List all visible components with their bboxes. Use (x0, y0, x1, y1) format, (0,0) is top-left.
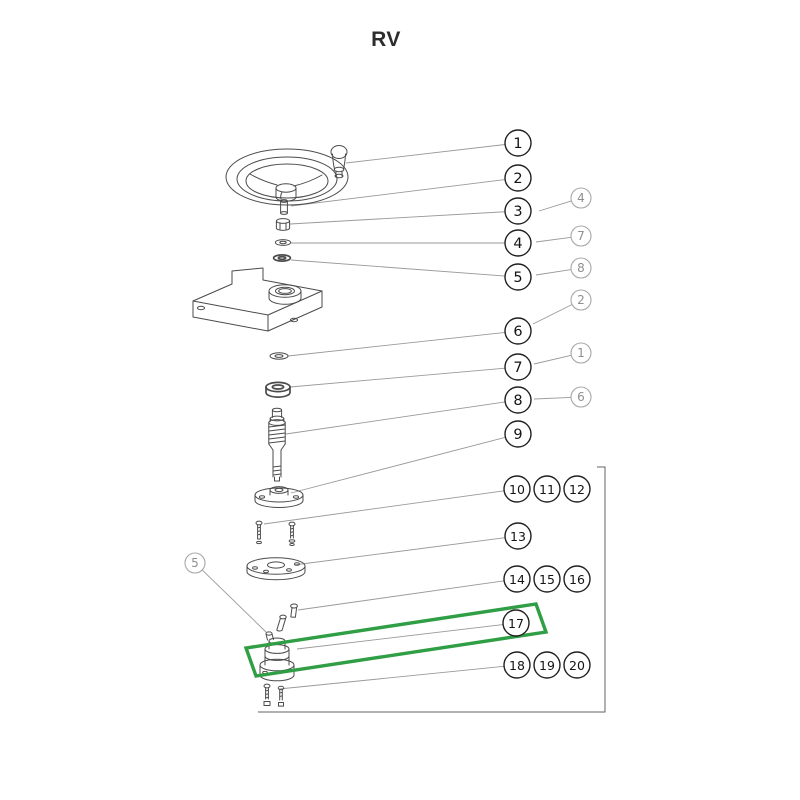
ref-callout-8-label: 8 (577, 261, 585, 275)
ref-callout-6 (570, 386, 592, 408)
small-screws-part (255, 520, 296, 546)
leader-line (278, 665, 505, 690)
callout-17[interactable] (502, 609, 530, 637)
leader-line (535, 236, 572, 243)
callout-10[interactable] (503, 475, 531, 503)
nut-part (275, 218, 291, 231)
ref-callout-4 (570, 187, 592, 209)
callout-10-label: 10 (509, 482, 525, 497)
stem-part (280, 199, 288, 215)
callout-13-label: 13 (510, 529, 526, 544)
callout-18-label: 18 (509, 658, 525, 673)
leader-line (345, 144, 506, 164)
callout-5[interactable] (504, 263, 532, 291)
ref-callout-7 (570, 225, 592, 247)
callout-13[interactable] (504, 522, 532, 550)
worm-shaft-part (268, 407, 286, 482)
ref-callout-8 (570, 257, 592, 279)
callout-20-label: 20 (569, 658, 585, 673)
callout-12[interactable] (563, 475, 591, 503)
callout-1-label: 1 (513, 136, 522, 152)
callout-2-label: 2 (513, 171, 522, 187)
ref-callout-5-label: 5 (191, 556, 199, 570)
bushing-part (265, 381, 291, 398)
leader-line (532, 304, 573, 325)
callout-19[interactable] (533, 651, 561, 679)
callout-1[interactable] (504, 129, 532, 157)
callout-15[interactable] (533, 565, 561, 593)
callout-18[interactable] (503, 651, 531, 679)
gear-housing-part (259, 631, 295, 682)
callout-6[interactable] (504, 317, 532, 345)
page-title: RV (371, 28, 401, 51)
leader-line (289, 211, 506, 225)
ref-callout-7-label: 7 (577, 229, 585, 243)
spring-washer-part (272, 254, 292, 262)
callout-20[interactable] (563, 651, 591, 679)
leader-line (290, 436, 506, 494)
handwheel-part (225, 145, 349, 206)
callout-9-label: 9 (513, 427, 522, 443)
leader-line (201, 569, 267, 633)
callout-6-label: 6 (513, 324, 522, 340)
callout-14[interactable] (503, 565, 531, 593)
flat-washer-part (274, 239, 292, 246)
callout-7-label: 7 (513, 360, 522, 376)
callout-4[interactable] (504, 229, 532, 257)
leader-line (263, 490, 505, 525)
leader-line (290, 259, 506, 277)
leader-line (533, 354, 572, 365)
leader-line (290, 179, 506, 207)
bracket-part (192, 267, 323, 332)
ref-callout-6-label: 6 (577, 390, 585, 404)
callout-19-label: 19 (539, 658, 555, 673)
pin-screws-part (276, 603, 298, 632)
ref-callout-4-label: 4 (577, 191, 585, 205)
leader-line (533, 396, 572, 400)
leader-line (287, 331, 506, 357)
highlight-box (243, 602, 549, 678)
callout-7[interactable] (504, 353, 532, 381)
ref-callout-2 (570, 289, 592, 311)
ref-callout-2-label: 2 (577, 293, 585, 307)
base-flange-part (246, 557, 306, 581)
upper-flange-part (254, 486, 304, 508)
callout-5-label: 5 (513, 270, 522, 286)
ref-callout-1 (570, 342, 592, 364)
leader-line (297, 580, 505, 611)
bottom-screws-part (263, 683, 285, 707)
leader-line (538, 200, 572, 212)
callout-3-label: 3 (513, 204, 522, 220)
lower-assembly-bracket (258, 466, 606, 713)
callout-8-label: 8 (513, 393, 522, 409)
callout-16-label: 16 (569, 572, 585, 587)
callout-17-label: 17 (508, 616, 524, 631)
callout-3[interactable] (504, 197, 532, 225)
leader-line (535, 269, 572, 276)
callout-14-label: 14 (509, 572, 525, 587)
callout-11-label: 11 (539, 482, 555, 497)
parts-drawing (192, 145, 349, 707)
leader-lines (201, 144, 573, 690)
leader-line (289, 367, 506, 388)
callout-15-label: 15 (539, 572, 555, 587)
ref-callout-5 (184, 552, 206, 574)
callout-11[interactable] (533, 475, 561, 503)
leader-line (285, 401, 506, 435)
washer-part (269, 352, 289, 360)
ref-callout-1-label: 1 (577, 346, 585, 360)
callout-8[interactable] (504, 386, 532, 414)
callout-2[interactable] (504, 164, 532, 192)
callout-4-label: 4 (513, 236, 522, 252)
callout-12-label: 12 (569, 482, 585, 497)
leader-line (296, 624, 504, 650)
callout-9[interactable] (504, 420, 532, 448)
leader-line (293, 537, 506, 566)
callout-16[interactable] (563, 565, 591, 593)
